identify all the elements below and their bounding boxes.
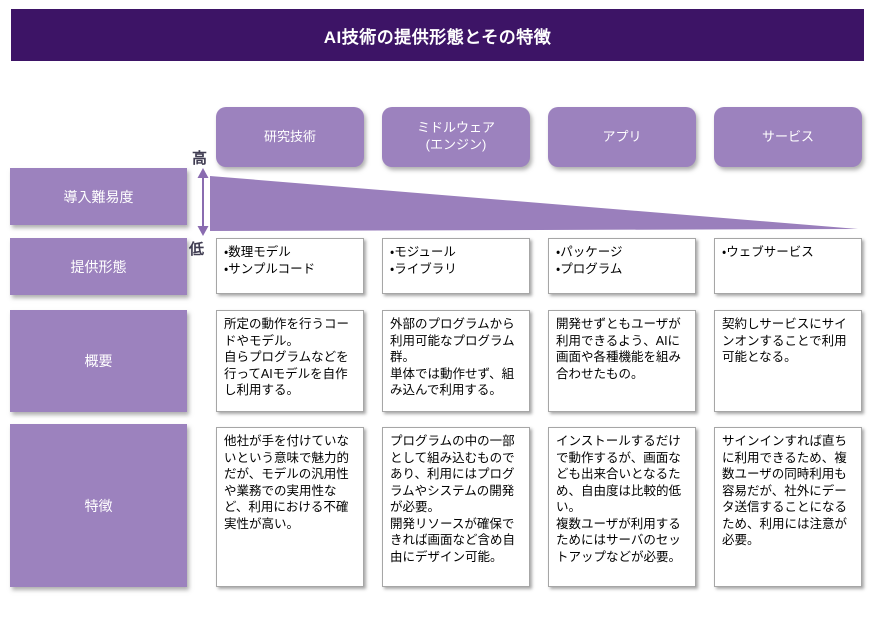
- cell-form-service: ・ウェブサービス: [714, 238, 862, 294]
- cell-overview-research: 所定の動作を行うコードやモデル。 自らプログラムなどを行ってAIモデルを自作し利…: [216, 310, 364, 412]
- title-bar: AI技術の提供形態とその特徴: [11, 9, 864, 61]
- cell-overview-middleware: 外部のプログラムから利用可能なプログラム群。 単体では動作せず、組み込んで利用す…: [382, 310, 530, 412]
- row-label-text: 導入難易度: [63, 188, 134, 205]
- page-title: AI技術の提供形態とその特徴: [323, 27, 552, 47]
- column-header-app: アプリ: [548, 107, 696, 167]
- column-header-service: サービス: [714, 107, 862, 167]
- cell-features-middleware: プログラムの中の一部として組み込むものであり、利用にはプログラムやシステムの開発…: [382, 427, 530, 587]
- column-header-research-tech: 研究技術: [216, 107, 364, 167]
- row-label-text: 提供形態: [70, 258, 127, 275]
- column-header-label: アプリ: [602, 128, 642, 144]
- row-label-text: 概要: [84, 353, 113, 369]
- column-header-label: サービス: [761, 128, 814, 144]
- cell-overview-app: 開発せずともユーザが利用できるよう、AIに画面や各種機能を組み合わせたもの。: [548, 310, 696, 412]
- cell-form-middleware: ・モジュール ・ライブラリ: [382, 238, 530, 294]
- double-arrow-icon: [197, 168, 209, 236]
- cell-features-research: 他社が手を付けていないという意味で魅力的だが、モデルの汎用性や業務での実用性など…: [216, 427, 364, 587]
- column-header-label: 研究技術: [263, 128, 316, 144]
- cell-overview-service: 契約しサービスにサインオンすることで利用可能となる。: [714, 310, 862, 412]
- row-label-form: 提供形態: [10, 238, 187, 295]
- row-label-features: 特徴: [10, 424, 187, 587]
- scale-low-label: 低: [189, 241, 205, 258]
- column-header-label: ミドルウェア (エンジン): [416, 120, 495, 152]
- cell-features-service: サインインすれば直ちに利用できるため、複数ユーザの同時利用も容易だが、社外にデー…: [714, 427, 862, 587]
- cell-form-research: ・数理モデル ・サンプルコード: [216, 238, 364, 294]
- row-label-text: 特徴: [84, 497, 113, 514]
- cell-form-app: ・パッケージ ・プログラム: [548, 238, 696, 294]
- scale-high-label: 高: [192, 150, 208, 167]
- row-label-overview: 概要: [10, 310, 187, 412]
- column-header-middleware: ミドルウェア (エンジン): [382, 107, 530, 167]
- row-label-difficulty: 導入難易度: [10, 168, 187, 225]
- difficulty-wedge-shape: [210, 176, 858, 231]
- cell-features-app: インストールするだけで動作するが、画面なども出来合いとなるため、自由度は比較的低…: [548, 427, 696, 587]
